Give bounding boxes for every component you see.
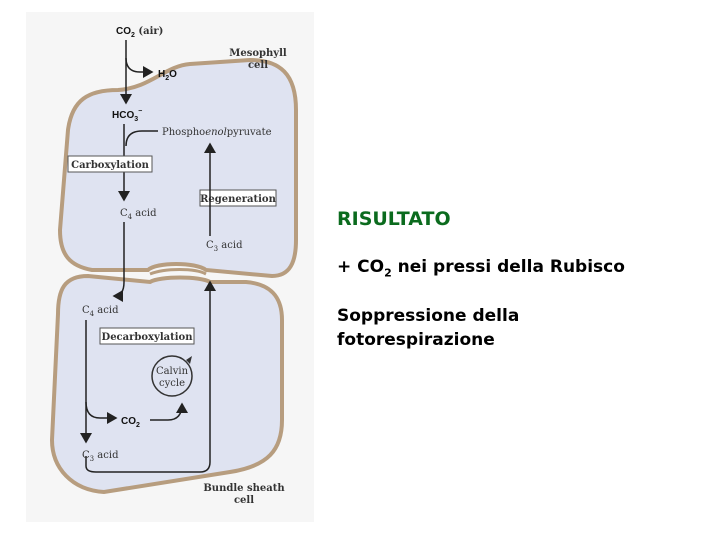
mesophyll-cell	[57, 57, 298, 279]
arrow-co2-to-calvin	[150, 402, 188, 421]
result-line-co2-prefix: + CO	[337, 257, 385, 277]
regeneration-label: Regeneration	[200, 194, 276, 205]
result-line-co2-subscript: 2	[384, 266, 392, 280]
calvin-cycle-arrowhead	[186, 356, 192, 364]
arrow-c4-transport	[112, 222, 125, 302]
arrow-c3-transport	[85, 280, 216, 473]
calvin-cycle-circle	[151, 355, 193, 397]
c3-acid-bottom-label: C3 acid	[82, 450, 119, 463]
c4-acid-bottom-label: C4 acid	[82, 305, 119, 318]
carboxylation-box	[67, 155, 153, 173]
co2-inner-label: CO2	[121, 416, 140, 429]
result-line-co2-suffix: nei pressi della Rubisco	[391, 257, 625, 277]
plasmodesma	[149, 268, 207, 276]
result-line-co2: + CO2 nei pressi della Rubisco	[337, 257, 625, 279]
carboxylation-label: Carboxylation	[71, 160, 150, 171]
c3-acid-right-label: C3 acid	[206, 240, 243, 253]
result-title: RISULTATO	[337, 208, 451, 230]
pep-label: Phosphoenolpyruvate	[162, 127, 272, 138]
hco3-label: HCO3−	[112, 108, 142, 123]
co2-air-label: CO2 (air)	[116, 26, 163, 39]
arrow-h2o-branch	[125, 57, 154, 78]
c4-acid-top-label: C4 acid	[120, 208, 157, 221]
h2o-label: H2O	[158, 69, 177, 82]
arrow-co2-branch	[85, 401, 118, 424]
regeneration-box	[199, 189, 277, 207]
arrow-pep-join	[125, 130, 158, 147]
decarboxylation-label: Decarboxylation	[102, 332, 194, 343]
decarboxylation-box	[99, 327, 195, 345]
result-line-photorespiration: Soppressione della fotorespirazione	[337, 306, 520, 350]
